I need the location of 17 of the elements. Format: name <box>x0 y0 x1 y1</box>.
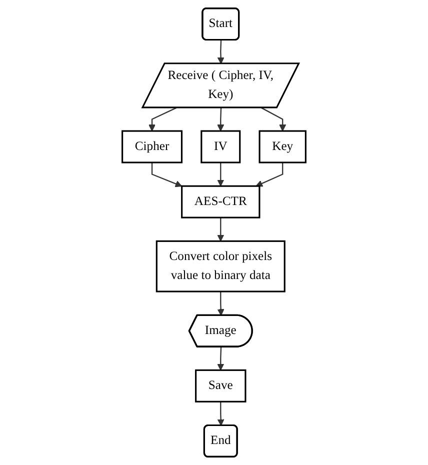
arrow <box>217 402 224 426</box>
arrow <box>151 162 182 188</box>
node-box: Cipher <box>122 130 183 164</box>
arrow <box>217 346 224 370</box>
node-box: Key <box>258 130 306 164</box>
node-box: Save <box>195 369 246 402</box>
arrow <box>217 40 224 64</box>
node-box: AES-CTR <box>181 185 260 218</box>
arrow <box>148 107 177 132</box>
arrow <box>217 108 224 132</box>
node-box: Convert color pixels value to binary data <box>156 240 286 292</box>
arrow <box>256 162 284 187</box>
arrow <box>217 292 224 316</box>
node-box: IV <box>200 130 241 164</box>
arrow <box>261 107 286 132</box>
arrow <box>217 218 224 242</box>
arrow <box>217 162 224 186</box>
